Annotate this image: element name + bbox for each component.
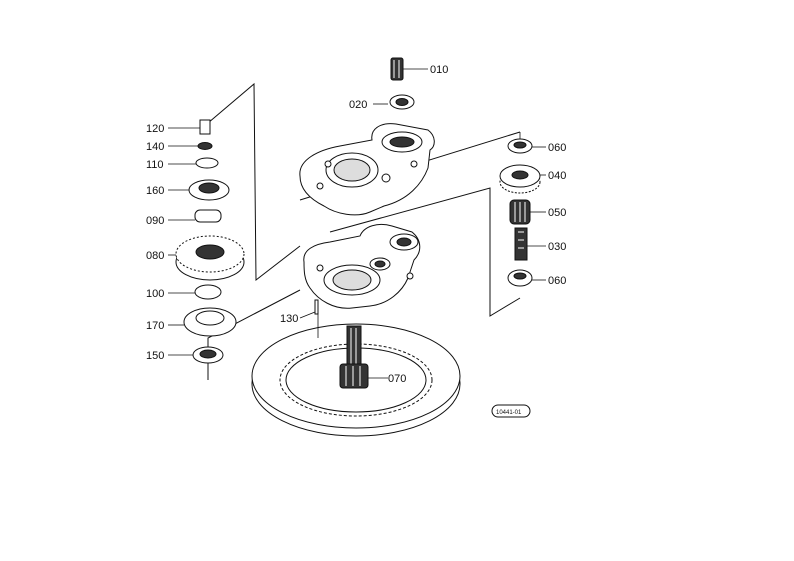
part-140-washer (168, 142, 213, 150)
callout-050: 050 (548, 207, 566, 219)
part-100-ring (168, 284, 222, 300)
drawing-ref-text: 10441-01 (496, 410, 522, 416)
callout-120: 120 (146, 123, 164, 135)
part-080-gear (168, 235, 245, 281)
callout-labels: 010 020 120 140 110 160 090 080 100 170 … (146, 64, 566, 385)
callout-090: 090 (146, 215, 164, 227)
part-040-gear (499, 164, 546, 194)
callout-060-bottom: 060 (548, 275, 566, 287)
part-060a-bearing (507, 138, 546, 154)
part-020-bearing (373, 94, 415, 110)
part-010-shaft (390, 57, 428, 81)
callout-100: 100 (146, 288, 164, 300)
part-120-bolt (168, 119, 211, 135)
part-060b-bearing (507, 269, 546, 287)
callout-170: 170 (146, 320, 164, 332)
part-070-pinion-shaft (339, 325, 388, 389)
callout-010: 010 (430, 64, 448, 76)
upper-housing (299, 123, 435, 216)
part-160-bearing (168, 179, 230, 201)
part-170-bearing (168, 307, 237, 337)
part-090-collar (168, 209, 222, 223)
callout-040: 040 (548, 170, 566, 182)
part-110-washer (168, 157, 219, 169)
callout-070: 070 (388, 373, 406, 385)
drawing-ref-tag: 10441-01 (491, 404, 531, 418)
callout-150: 150 (146, 350, 164, 362)
callout-030: 030 (548, 241, 566, 253)
callout-020: 020 (349, 99, 367, 111)
part-150-seal (168, 346, 224, 364)
callout-060-top: 060 (548, 142, 566, 154)
callout-080: 080 (146, 250, 164, 262)
part-030-shaft (514, 227, 546, 261)
callout-160: 160 (146, 185, 164, 197)
part-050-gear (509, 199, 546, 225)
callout-140: 140 (146, 141, 164, 153)
callout-130: 130 (280, 313, 298, 325)
part-130-pin (299, 299, 319, 338)
callout-110: 110 (146, 159, 164, 171)
lower-housing (303, 223, 421, 309)
